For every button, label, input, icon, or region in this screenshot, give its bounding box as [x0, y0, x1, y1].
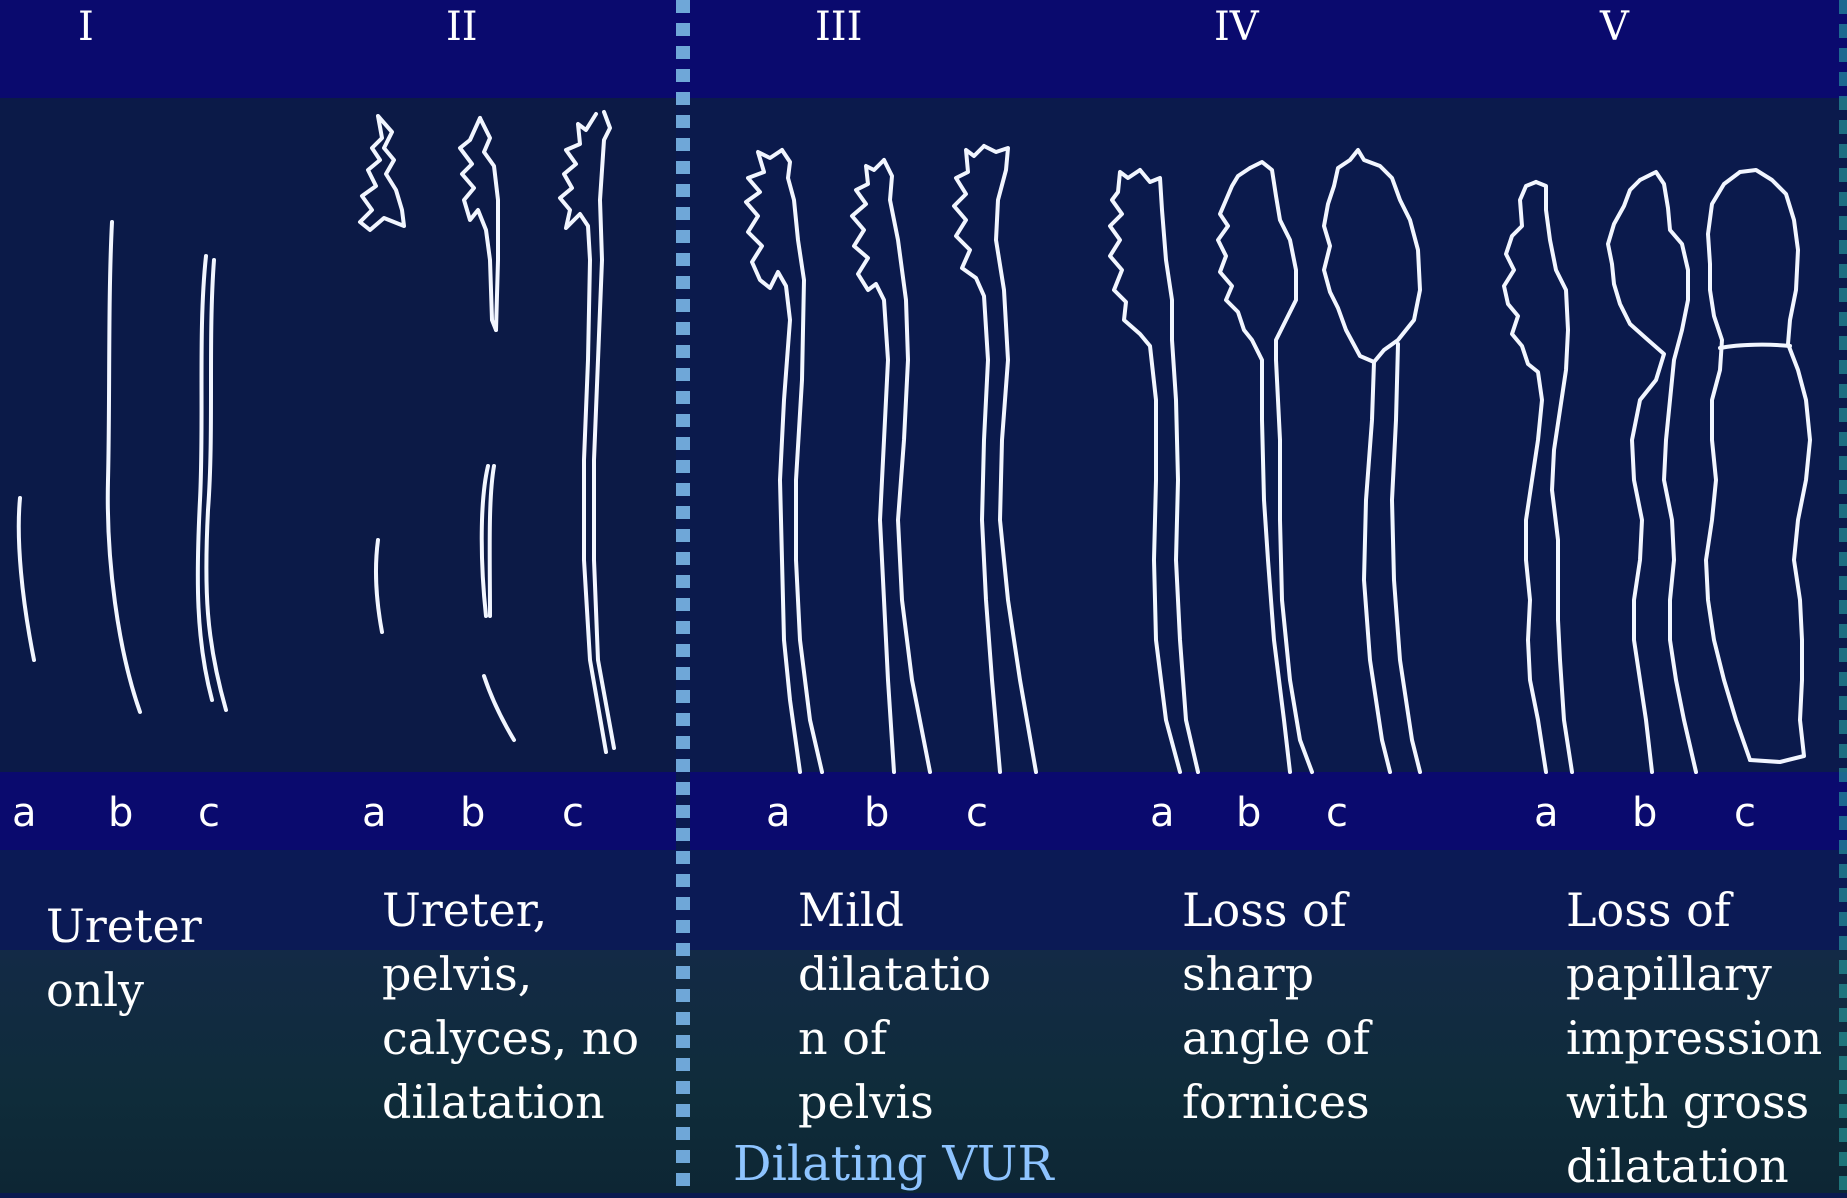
- grade5-a-left: [1504, 182, 1546, 772]
- grade-label-2: II: [446, 4, 478, 50]
- description-grade-5: Loss of papillary impression with gross …: [1566, 878, 1822, 1198]
- grade4-a-left: [1110, 170, 1180, 772]
- letter-1-a: a: [12, 790, 37, 836]
- grade3-b-left: [852, 160, 894, 772]
- grade3-b-right: [884, 160, 930, 772]
- grade2-b-ureter: [482, 466, 488, 616]
- grade2-b-ureter-3: [484, 676, 514, 740]
- grade5-b-left: [1608, 180, 1664, 772]
- grade5-c-left: [1706, 172, 1750, 760]
- grade1-c-ureter-right: [206, 260, 226, 710]
- letter-5-a: a: [1534, 790, 1559, 836]
- grade-label-3: III: [815, 4, 862, 50]
- letter-2-b: b: [460, 790, 485, 836]
- description-grade-3: Mild dilatatio n of pelvis: [798, 878, 991, 1134]
- letter-2-c: c: [562, 790, 584, 836]
- grade5-b-right: [1640, 172, 1696, 772]
- grade4-a-right: [1140, 170, 1198, 772]
- grade5-c-waist: [1720, 345, 1790, 348]
- letter-5-b: b: [1632, 790, 1657, 836]
- dilating-vur-label: Dilating VUR: [733, 1136, 1054, 1192]
- grade4-c-pelvis: [1324, 150, 1420, 362]
- grade2-a-pelvis: [360, 116, 404, 230]
- description-grade-2: Ureter, pelvis, calyces, no dilatation: [382, 878, 639, 1134]
- grade2-a-ureter: [376, 540, 382, 632]
- grade2-b-ureter-2: [490, 466, 494, 616]
- description-grade-4: Loss of sharp angle of fornices: [1182, 878, 1370, 1134]
- letter-5-c: c: [1734, 790, 1756, 836]
- grade-label-4: IV: [1214, 4, 1259, 50]
- grade4-c-ureter-right: [1392, 344, 1420, 772]
- grade3-a-left: [746, 150, 800, 772]
- letter-4-b: b: [1236, 790, 1261, 836]
- letter-4-a: a: [1150, 790, 1175, 836]
- grade5-a-right: [1536, 182, 1572, 772]
- grade2-c-pelvis: [594, 112, 614, 748]
- description-grade-1: Ureter only: [46, 894, 202, 1022]
- grade-label-5: V: [1600, 4, 1629, 50]
- grade-label-1: I: [78, 4, 94, 50]
- dilating-divider: [676, 0, 690, 1193]
- grade4-c-ureter-left: [1364, 362, 1390, 772]
- letter-3-b: b: [864, 790, 889, 836]
- grade5-c-right: [1740, 170, 1810, 762]
- letter-1-b: b: [108, 790, 133, 836]
- letter-4-c: c: [1326, 790, 1348, 836]
- letter-3-a: a: [766, 790, 791, 836]
- letter-3-c: c: [966, 790, 988, 836]
- right-edge-decoration: [1839, 0, 1847, 1193]
- grade3-c-left: [954, 146, 1000, 772]
- grade1-b-ureter: [108, 222, 140, 712]
- letter-1-c: c: [198, 790, 220, 836]
- letter-2-a: a: [362, 790, 387, 836]
- grade1-a-ureter: [19, 498, 34, 660]
- grade2-b-calyces: [460, 118, 496, 330]
